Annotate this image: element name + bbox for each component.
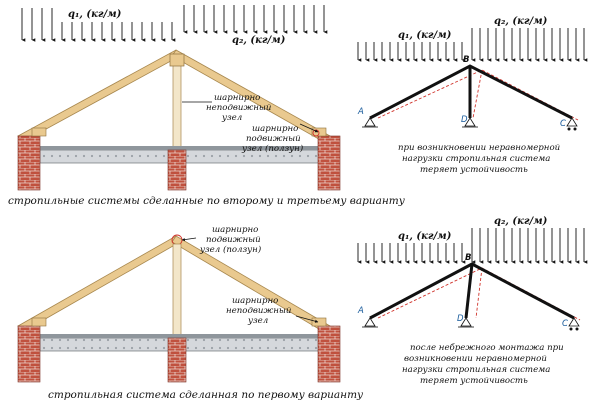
fixed-callout-3: узел — [247, 316, 268, 326]
slider-node-text-3: узел (ползун) — [241, 143, 303, 154]
top-right-panel: q₁, (кг/м) q₂, (кг/м) A B D C при возник… — [357, 16, 588, 175]
top-right-caption-3: теряет устойчивость — [420, 165, 528, 175]
deformed-post-2 — [475, 267, 483, 319]
ridge-callout-2: подвижный — [206, 235, 261, 245]
right-mauerlat-2 — [311, 317, 327, 327]
fixed-node-text-2: неподвижный — [206, 103, 271, 113]
right-wall — [317, 135, 341, 191]
bottom-right-panel: q₁, (кг/м) q₂, (кг/м) A B D C после небр… — [357, 216, 588, 386]
bottom-right-caption-4: теряет устойчивость — [420, 376, 528, 386]
deformed-shape — [377, 69, 579, 121]
ridge-callout-1: шарнирно — [212, 225, 258, 235]
bottom-right-caption-3: нагрузки стропильная система — [402, 365, 550, 375]
support-a — [364, 117, 376, 127]
ridge-slider-leader — [181, 237, 197, 242]
central-post — [172, 59, 182, 149]
support-d — [464, 117, 476, 127]
node2-d-label: D — [457, 314, 464, 324]
node-b-label: B — [463, 55, 469, 65]
scheme-load-q2 — [471, 28, 588, 62]
top-left-caption: стропильные системы сделанные по второму… — [8, 195, 406, 207]
middle-wall-2 — [167, 337, 187, 383]
right-wall-2 — [317, 325, 341, 383]
scheme2-q1-label: q₁, (кг/м) — [398, 231, 452, 242]
scheme2-load-q1 — [357, 243, 466, 264]
node-c-label: C — [560, 119, 566, 129]
slider-node-text-1: шарнирно — [252, 124, 298, 134]
bottom-right-caption-1: после небрежного монтажа при — [410, 342, 564, 353]
scheme2-load-q2 — [471, 228, 588, 264]
left-wall — [17, 135, 41, 191]
fixed-node-text-1: шарнирно — [214, 93, 260, 103]
middle-wall — [167, 149, 187, 191]
q2-label: q₂, (кг/м) — [232, 35, 286, 46]
q1-label: q₁, (кг/м) — [68, 9, 122, 20]
top-right-caption-1: при возникновении неравномерной — [398, 143, 560, 153]
support-c — [566, 117, 578, 127]
scheme-load-q1 — [357, 42, 466, 62]
frame2-post-inclined — [464, 263, 474, 319]
scheme-q1-label: q₁, (кг/м) — [398, 30, 452, 41]
load-arrows-q2 — [183, 5, 328, 34]
ridge-node — [169, 53, 185, 67]
fixed-node-leader-2 — [295, 315, 319, 323]
scheme-q2-label: q₂, (кг/м) — [494, 16, 548, 27]
central-post-2 — [172, 243, 182, 339]
node-d-label: D — [461, 115, 468, 125]
support2-d — [460, 317, 472, 327]
left-mauerlat — [31, 127, 47, 137]
floor-beam — [40, 146, 320, 150]
top-left-panel: q₁, (кг/м) q₂, (кг/м) шарнирно неподвижн… — [8, 5, 406, 207]
deformed-post — [472, 69, 483, 119]
support2-c — [568, 317, 580, 327]
node2-a-label: A — [357, 306, 364, 316]
load-arrows-q1 — [21, 8, 176, 42]
left-rafter-2 — [17, 235, 181, 331]
ridge-callout-3: узел (ползун) — [199, 244, 261, 255]
slider-node-text-2: подвижный — [246, 134, 301, 144]
bottom-right-caption-2: возникновении неравномерной — [404, 354, 547, 364]
left-rafter — [17, 49, 181, 141]
fixed-callout-2: неподвижный — [226, 306, 291, 316]
fixed-callout-1: шарнирно — [232, 296, 278, 306]
fixed-node-text-3: узел — [221, 113, 242, 123]
bottom-left-panel: шарнирно подвижный узел (ползун) шарнирн… — [17, 225, 364, 401]
floor-beam-2 — [40, 334, 320, 338]
node2-c-label: C — [562, 319, 568, 329]
top-right-caption-2: нагрузки стропильная система — [402, 154, 550, 164]
left-mauerlat-2 — [31, 317, 47, 327]
node-a-label: A — [357, 107, 364, 117]
scheme2-q2-label: q₂, (кг/м) — [494, 216, 548, 227]
left-wall-2 — [17, 325, 41, 383]
support2-a — [364, 317, 376, 327]
bottom-left-caption: стропильная система сделанная по первому… — [48, 389, 364, 401]
slider-node-leader — [299, 123, 319, 133]
node2-b-label: B — [465, 253, 471, 263]
